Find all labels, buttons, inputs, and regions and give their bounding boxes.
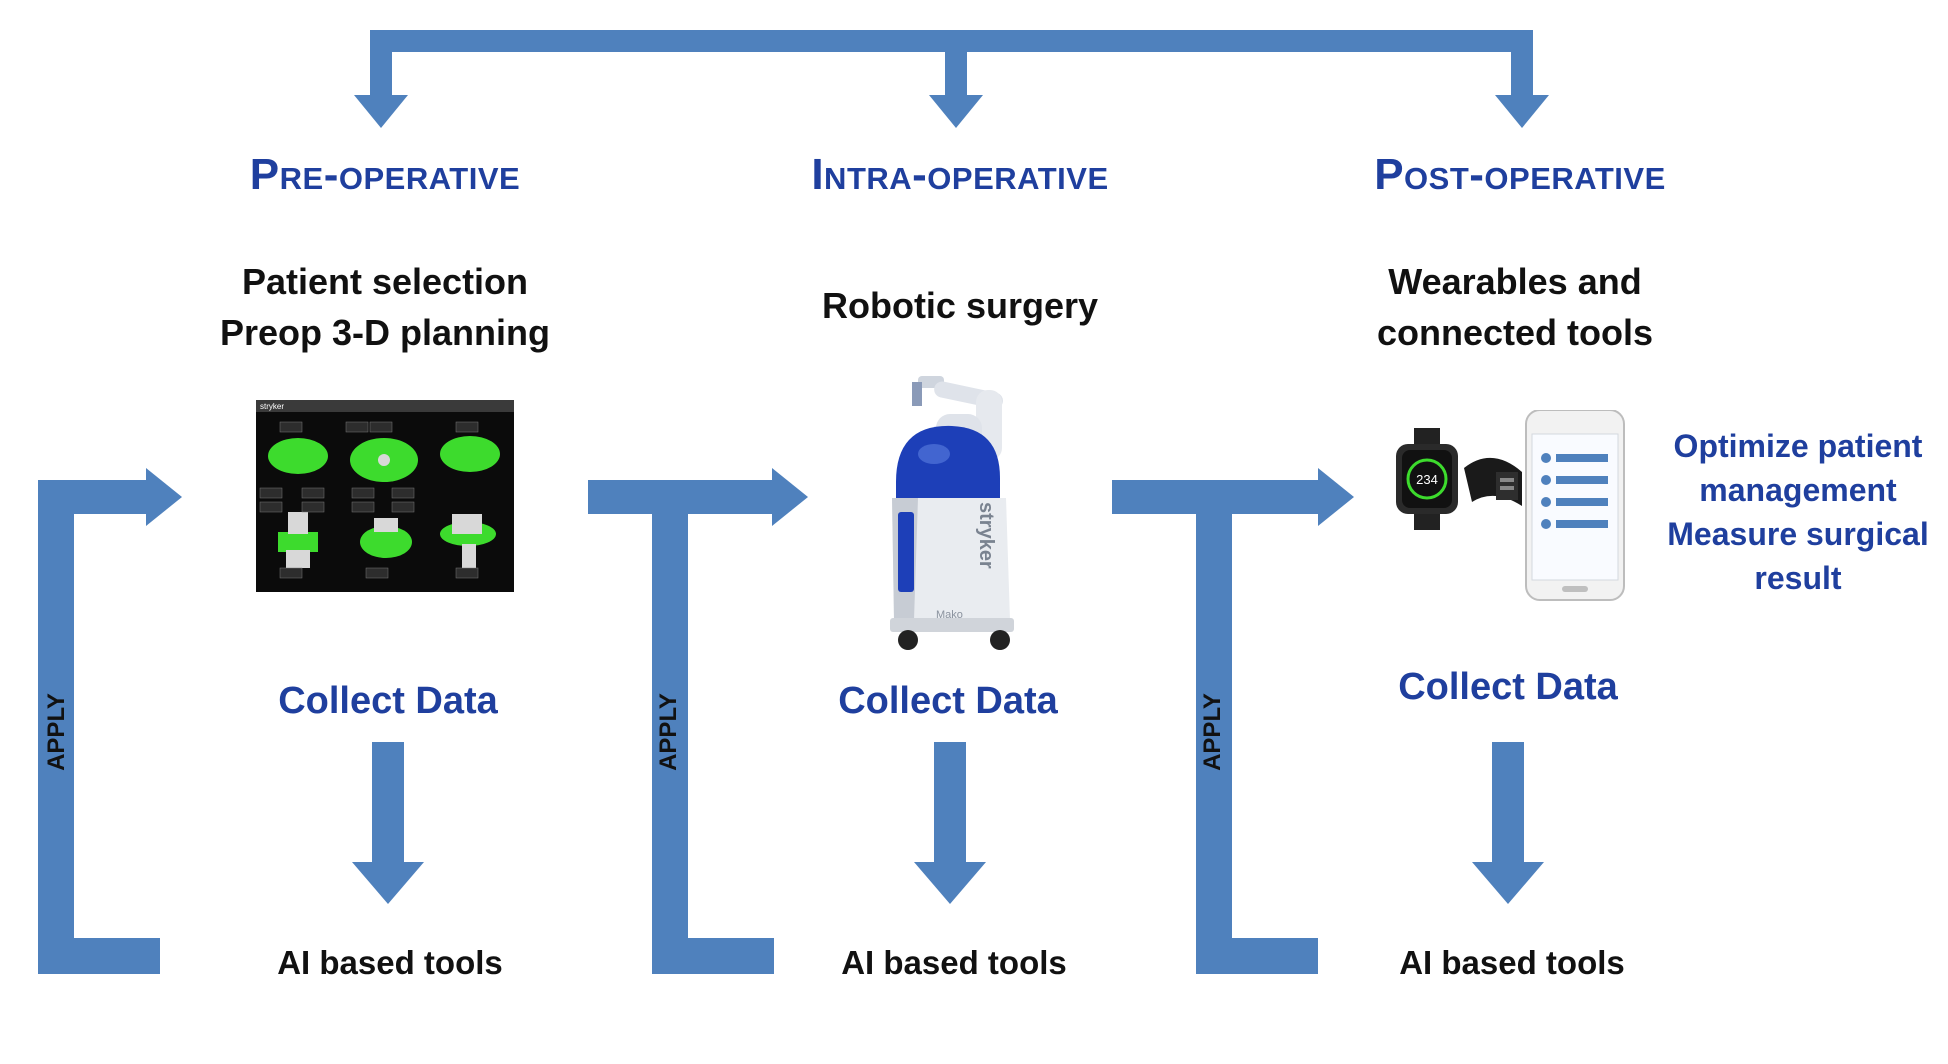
smartwatch-wristband-phone: 234 (1396, 410, 1625, 601)
ai-tools-label-1: AI based tools (277, 944, 503, 981)
intra-operative-description: Robotic surgery (760, 280, 1160, 331)
apply-label-3: APPLY (1199, 693, 1226, 771)
description-line: Wearables and (1388, 261, 1642, 302)
apply-bracket-2-top (588, 480, 774, 514)
collect-data-label-2: Collect Data (838, 680, 1058, 722)
ai-tools-label-2: AI based tools (841, 944, 1067, 981)
outcome-line: management (1699, 472, 1897, 508)
pre-operative-description: Patient selection Preop 3-D planning (180, 256, 590, 358)
apply-bracket-3-vertical (1196, 480, 1232, 974)
arrow-to-intra-operative (929, 95, 983, 128)
apply-label-2: APPLY (655, 693, 682, 771)
surgical-robot: stryker Mako (890, 376, 1014, 650)
pre-operative-heading: Pre-operative (249, 150, 521, 199)
arrow-to-post-operative (1495, 95, 1549, 128)
description-line: connected tools (1376, 312, 1654, 353)
collect-data-label-1: Collect Data (278, 680, 498, 722)
top-connector-right-drop (1511, 30, 1533, 102)
outcome-line: Measure surgical (1667, 516, 1929, 552)
ai-tools-label-3: AI based tools (1399, 944, 1625, 981)
top-connector-mid-drop (945, 30, 967, 102)
apply-arrow-2 (772, 468, 808, 526)
intra-operative-heading: Intra-operative (811, 150, 1109, 199)
apply-label-1: APPLY (43, 693, 70, 771)
post-operative-heading: Post-operative (1374, 150, 1666, 199)
apply-bracket-1-vertical (38, 480, 74, 974)
collect-data-label-3: Collect Data (1398, 666, 1618, 708)
top-connector-left-drop (370, 30, 392, 102)
description-line: Robotic surgery (821, 285, 1099, 326)
outcome-line: result (1754, 560, 1842, 596)
description-line: Preop 3-D planning (219, 312, 550, 353)
watch-value-text: 234 (1416, 472, 1438, 487)
collect-to-ai-shaft-2 (934, 742, 966, 864)
collect-to-ai-head-3 (1472, 862, 1544, 904)
post-operative-outcome: Optimize patient management Measure surg… (1648, 424, 1948, 600)
apply-bracket-1-top (38, 480, 148, 514)
knee-planning-software-screenshot: stryker (256, 400, 514, 592)
description-line: Patient selection (241, 261, 529, 302)
collect-to-ai-head-2 (914, 862, 986, 904)
arrow-to-pre-operative (354, 95, 408, 128)
collect-to-ai-shaft-3 (1492, 742, 1524, 864)
collect-to-ai-shaft-1 (372, 742, 404, 864)
apply-arrow-1 (146, 468, 182, 526)
screen-logo-text: stryker (260, 402, 284, 411)
outcome-line: Optimize patient (1673, 428, 1923, 464)
post-operative-description: Wearables and connected tools (1330, 256, 1700, 358)
apply-bracket-3-top (1112, 480, 1320, 514)
apply-arrow-3 (1318, 468, 1354, 526)
apply-bracket-2-vertical (652, 480, 688, 974)
robot-brand-text: stryker (975, 502, 997, 569)
collect-to-ai-head-1 (352, 862, 424, 904)
